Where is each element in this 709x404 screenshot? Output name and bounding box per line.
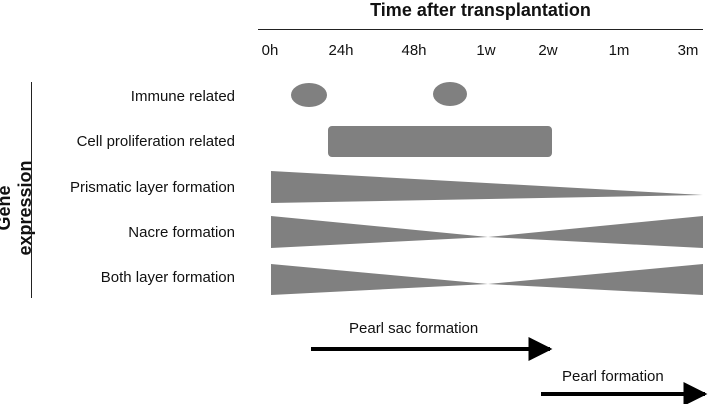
time-axis-rule <box>258 29 703 30</box>
time-tick: 2w <box>538 42 558 59</box>
time-tick: 24h <box>328 42 354 59</box>
row-label-prismatic: Prismatic layer formation <box>69 179 235 196</box>
time-tick: 3m <box>677 42 699 59</box>
time-tick: 0h <box>261 42 279 59</box>
time-axis-title: Time after transplantation <box>370 0 591 20</box>
row-label-immune: Immune related <box>130 88 235 105</box>
time-tick: 1m <box>608 42 630 59</box>
prismatic-decreasing-wedge <box>271 171 703 203</box>
row-label-cell-proliferation: Cell proliferation related <box>76 133 235 150</box>
both-layer-increasing-wedge <box>488 264 703 295</box>
cell-proliferation-bar <box>328 126 552 157</box>
pearl-sac-formation-label: Pearl sac formation <box>349 320 479 337</box>
both-layer-decreasing-wedge <box>271 264 488 295</box>
gene-expression-rule <box>31 82 32 298</box>
time-tick: 1w <box>476 42 496 59</box>
row-label-both-layer: Both layer formation <box>100 269 235 286</box>
immune-24h-peak <box>291 83 327 107</box>
immune-1w-peak <box>433 82 467 106</box>
nacre-decreasing-wedge <box>271 216 488 248</box>
nacre-increasing-wedge <box>488 216 703 248</box>
time-tick: 48h <box>401 42 427 59</box>
row-label-nacre: Nacre formation <box>128 224 235 241</box>
pearl-formation-label: Pearl formation <box>562 368 664 385</box>
